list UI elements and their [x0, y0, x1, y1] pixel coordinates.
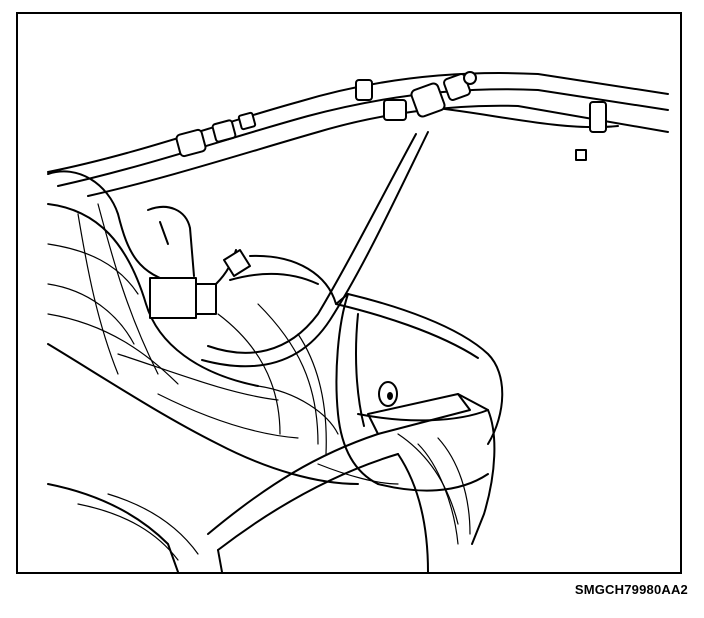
- clip-center: [355, 79, 373, 101]
- fuel-tank-line-illustration: [47, 71, 669, 572]
- connector-block: [149, 277, 197, 319]
- connector-plug: [195, 283, 217, 315]
- fitting-left: [175, 128, 207, 158]
- fuel-tank: [47, 170, 504, 572]
- tank-contour-mesh: [47, 203, 471, 561]
- illustration-frame: [16, 12, 682, 574]
- figure-caption: SMGCH79980AA2: [574, 582, 688, 597]
- line-bracket: [589, 101, 607, 133]
- fitting-left-collar: [237, 111, 257, 131]
- fitting-right-collar: [463, 71, 477, 85]
- fitting-left-nut: [211, 119, 237, 143]
- fuel-sender-connector: [147, 205, 319, 319]
- tank-vent-hole-center: [387, 392, 393, 400]
- connector-clip: [223, 249, 251, 277]
- bracket-fastener: [575, 149, 587, 161]
- line-fittings: [175, 71, 607, 161]
- fitting-right: [410, 82, 446, 118]
- clip-retainer: [383, 99, 407, 121]
- fuel-hose: [201, 131, 429, 368]
